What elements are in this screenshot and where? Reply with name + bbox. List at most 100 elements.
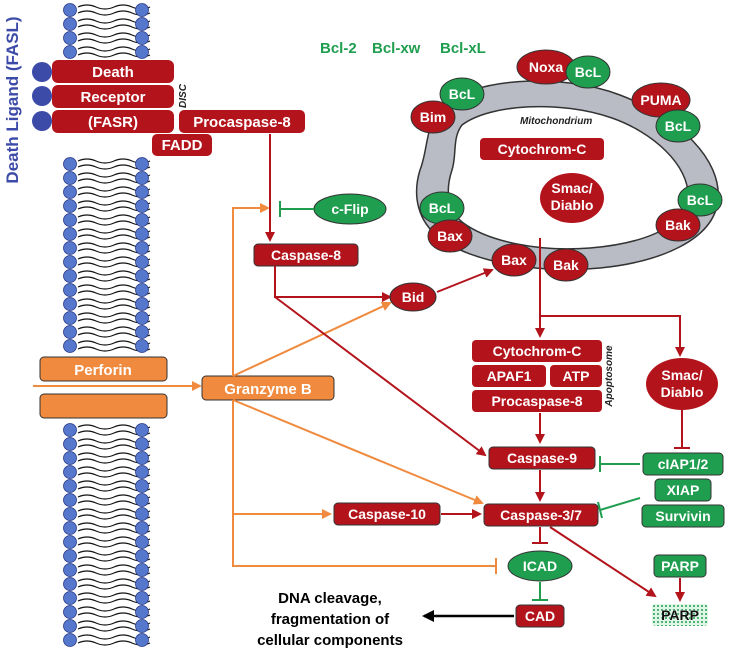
lipid-head [135,157,149,171]
lipid-head [63,465,77,479]
lipid-head [63,591,77,605]
lipid-head [63,423,77,437]
ligand-dot [32,86,52,106]
lipid-head [135,423,149,437]
bcl-node-shape [655,109,701,143]
lipid-head [63,45,77,59]
lipid-head [135,199,149,213]
lipid-head [63,157,77,171]
lipid-head [135,17,149,31]
mito-cytochrom-text: Cytochrom-C [498,141,587,157]
bak-node: Bak [655,208,701,242]
lipid-head [135,605,149,619]
bclxl-label: Bcl-xL [440,40,486,57]
lipid-head [63,325,77,339]
bcl-node-text: BcL [665,118,692,134]
caspase10-text: Caspase-10 [348,506,426,522]
receptor-receptor: Receptor [52,85,174,108]
ciap-text: cIAP1/2 [658,456,709,472]
lipid-head [135,227,149,241]
bclxw-label: Bcl-xw [372,40,421,57]
bcl-node: BcL [677,183,723,217]
perforin-text: Perforin [74,362,132,379]
ligand-dot [32,62,52,82]
lipid-head [63,479,77,493]
lipid-head [63,451,77,465]
lipid-head [135,521,149,535]
lipid-head [135,325,149,339]
atp-node: ATP [550,365,602,387]
mitochondrium-label: Mitochondrium [520,116,592,127]
xiap-node: XIAP [654,478,712,502]
granzyme-b-node: Granzyme B [201,375,335,401]
bcl-node-text: BcL [449,86,476,102]
lipid-head [135,591,149,605]
iap-inhibition [597,456,641,519]
bak-node-shape [655,208,701,242]
parp-cleaved-node: PARP [652,604,708,626]
lipid-head [135,535,149,549]
lipid-head [63,241,77,255]
lipid-head [63,311,77,325]
bcl-node: BcL [655,109,701,143]
death-ligand-label: Death Ligand (FASL) [3,16,22,183]
perforin-node: Perforin [39,356,168,382]
lipid-head [135,297,149,311]
lipid-head [63,619,77,633]
bcl-node-shape [565,55,611,89]
cell-membrane [63,3,151,647]
lipid-head [63,269,77,283]
caspase10-node: Caspase-10 [333,502,441,526]
bak-node-text: Bak [553,257,579,273]
caspase37-text: Caspase-3/7 [500,507,582,523]
bcl-node: BcL [439,77,485,111]
cad-text: CAD [525,608,555,624]
lipid-head [63,185,77,199]
mito-cytochrom-node: Cytochrom-C [480,138,604,160]
lipid-head [135,171,149,185]
lipid-head [135,185,149,199]
bim-node-shape [410,100,456,134]
dna-text-2: fragmentation of [271,611,390,628]
mitochondrium-shape [415,80,719,271]
receptor-death-text: Death [92,64,134,81]
lipid-head [63,535,77,549]
lipid-head [63,633,77,647]
lipid-head [135,3,149,17]
lipid-head [63,577,77,591]
lipid-head [63,171,77,185]
lipid-head [63,521,77,535]
caspase8-to-caspase9-arrow [274,296,487,457]
disc-label: DISC [178,83,189,108]
xiap-text: XIAP [667,482,700,498]
lipid-head [135,493,149,507]
bcl-node: BcL [565,55,611,89]
orange-arrows [33,203,497,574]
bcl-node-text: BcL [429,200,456,216]
lipid-head [63,437,77,451]
lipid-head [135,507,149,521]
mito-smac-node: Smac/ Diablo [540,173,604,223]
bak-node-text: Bak [665,217,691,233]
lipid-head [63,507,77,521]
cad-node: CAD [515,604,565,628]
lipid-head [135,255,149,269]
lipid-head [135,451,149,465]
apoptosome-cytochrom-text: Cytochrom-C [493,343,582,359]
caspase37-node: Caspase-3/7 [483,503,599,527]
smac-out-text-2: Diablo [661,384,704,400]
noxa-node: Noxa [516,49,576,85]
bcl-node: BcL [419,191,465,225]
smac-out-text-1: Smac/ [661,367,702,383]
parp-node: PARP [653,554,707,578]
lipid-head [63,549,77,563]
survivin-text: Survivin [655,508,710,524]
lipid-head [135,563,149,577]
receptor-death: Death [52,60,174,83]
caspase9-node: Caspase-9 [488,446,596,470]
bid-to-bax-arrow [436,268,494,293]
granzyme-b-text: Granzyme B [224,381,312,398]
apoptosome-procaspase8-node: Procaspase-8 [472,390,602,412]
